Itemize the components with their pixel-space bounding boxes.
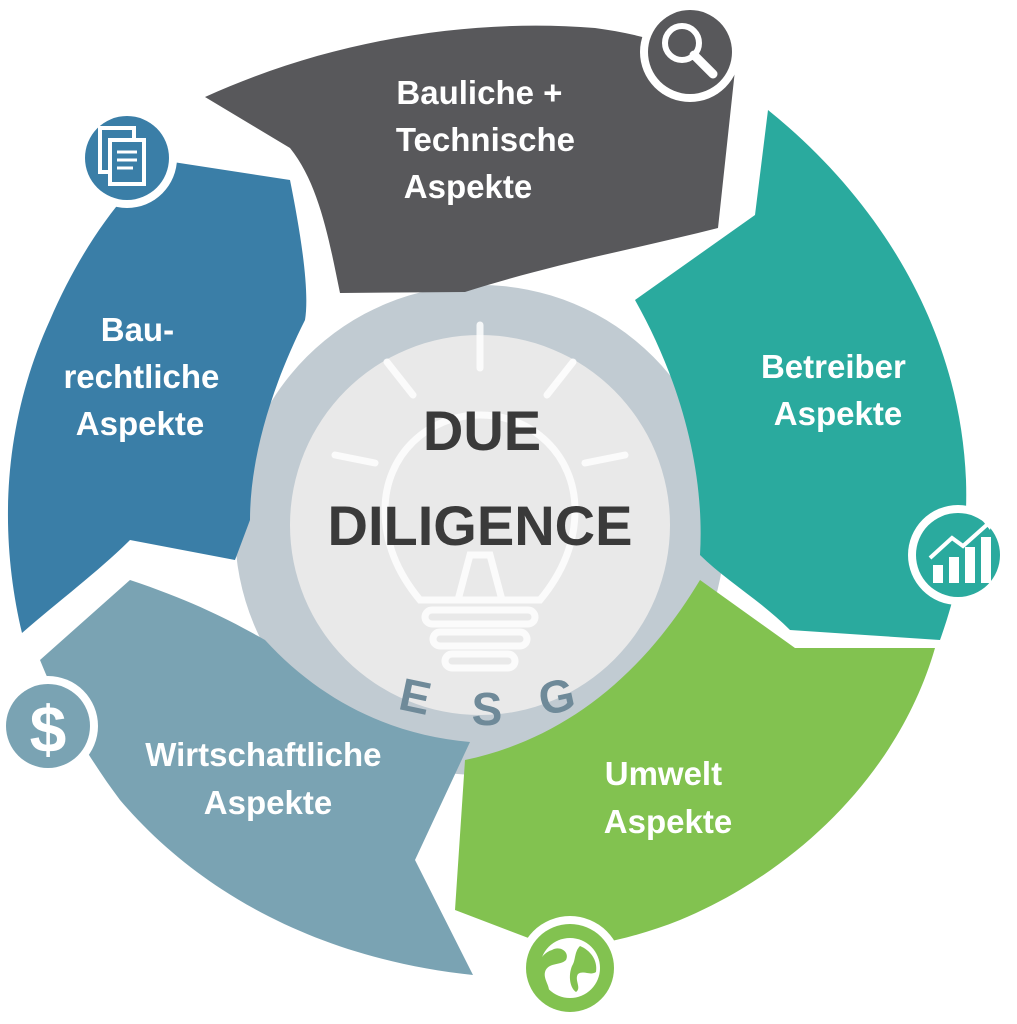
magnifier-icon <box>640 2 740 102</box>
segment-umwelt-line-1: Umwelt <box>605 755 722 792</box>
segment-bauliche-line-1: Bauliche + <box>396 74 562 111</box>
segment-bauliche: Bauliche + Technische Aspekte <box>205 25 735 293</box>
segment-wirtschaftliche: Wirtschaftliche Aspekte <box>40 580 473 975</box>
segment-wirtschaftliche-line-2: Aspekte <box>204 784 332 821</box>
segment-umwelt-line-2: Aspekte <box>604 803 732 840</box>
segment-wirtschaftliche-label: Wirtschaftliche Aspekte <box>145 736 390 821</box>
segment-betreiber-line-1: Betreiber <box>761 348 906 385</box>
segment-umwelt-label: Umwelt Aspekte <box>604 755 732 840</box>
svg-text:$: $ <box>30 692 67 766</box>
segment-bauliche-line-2: Technische <box>396 121 575 158</box>
esg-letter-s: S <box>472 683 503 735</box>
center-title-line-2: DILIGENCE <box>328 494 633 557</box>
magnifier-icon-disc <box>648 10 732 94</box>
segment-baurechtliche-line-3: Aspekte <box>76 405 204 442</box>
segment-baurechtliche-line-1: Bau- <box>101 311 174 348</box>
segment-umwelt-shape <box>455 580 935 950</box>
segment-wirtschaftliche-line-1: Wirtschaftliche <box>145 736 381 773</box>
lightbulb-icon <box>331 321 629 672</box>
dollar-icon-disc <box>6 684 90 768</box>
segment-umwelt: Umwelt Aspekte <box>455 580 935 950</box>
segment-bauliche-label: Bauliche + Technische Aspekte <box>396 74 584 205</box>
center-hub: DUE DILIGENCE <box>290 321 670 715</box>
segment-bauliche-shape <box>205 25 735 293</box>
segment-betreiber-line-2: Aspekte <box>774 395 902 432</box>
documents-icon <box>77 108 177 208</box>
segment-betreiber-shape <box>635 110 967 640</box>
globe-icon <box>518 916 622 1020</box>
dollar-icon: $ <box>0 676 98 776</box>
segment-betreiber-label: Betreiber Aspekte <box>761 348 915 432</box>
center-title-line-1: DUE <box>423 399 541 462</box>
segment-bauliche-line-3: Aspekte <box>404 168 532 205</box>
segment-baurechtliche: Bau- rechtliche Aspekte <box>7 160 307 633</box>
segment-baurechtliche-shape <box>7 160 307 633</box>
segment-betreiber: Betreiber Aspekte <box>635 110 967 640</box>
segment-baurechtliche-line-2: rechtliche <box>63 358 219 395</box>
center-circle <box>290 335 670 715</box>
growth-chart-icon <box>908 505 1008 605</box>
segment-wirtschaftliche-shape <box>40 580 473 975</box>
segment-baurechtliche-label: Bau- rechtliche Aspekte <box>63 311 228 442</box>
